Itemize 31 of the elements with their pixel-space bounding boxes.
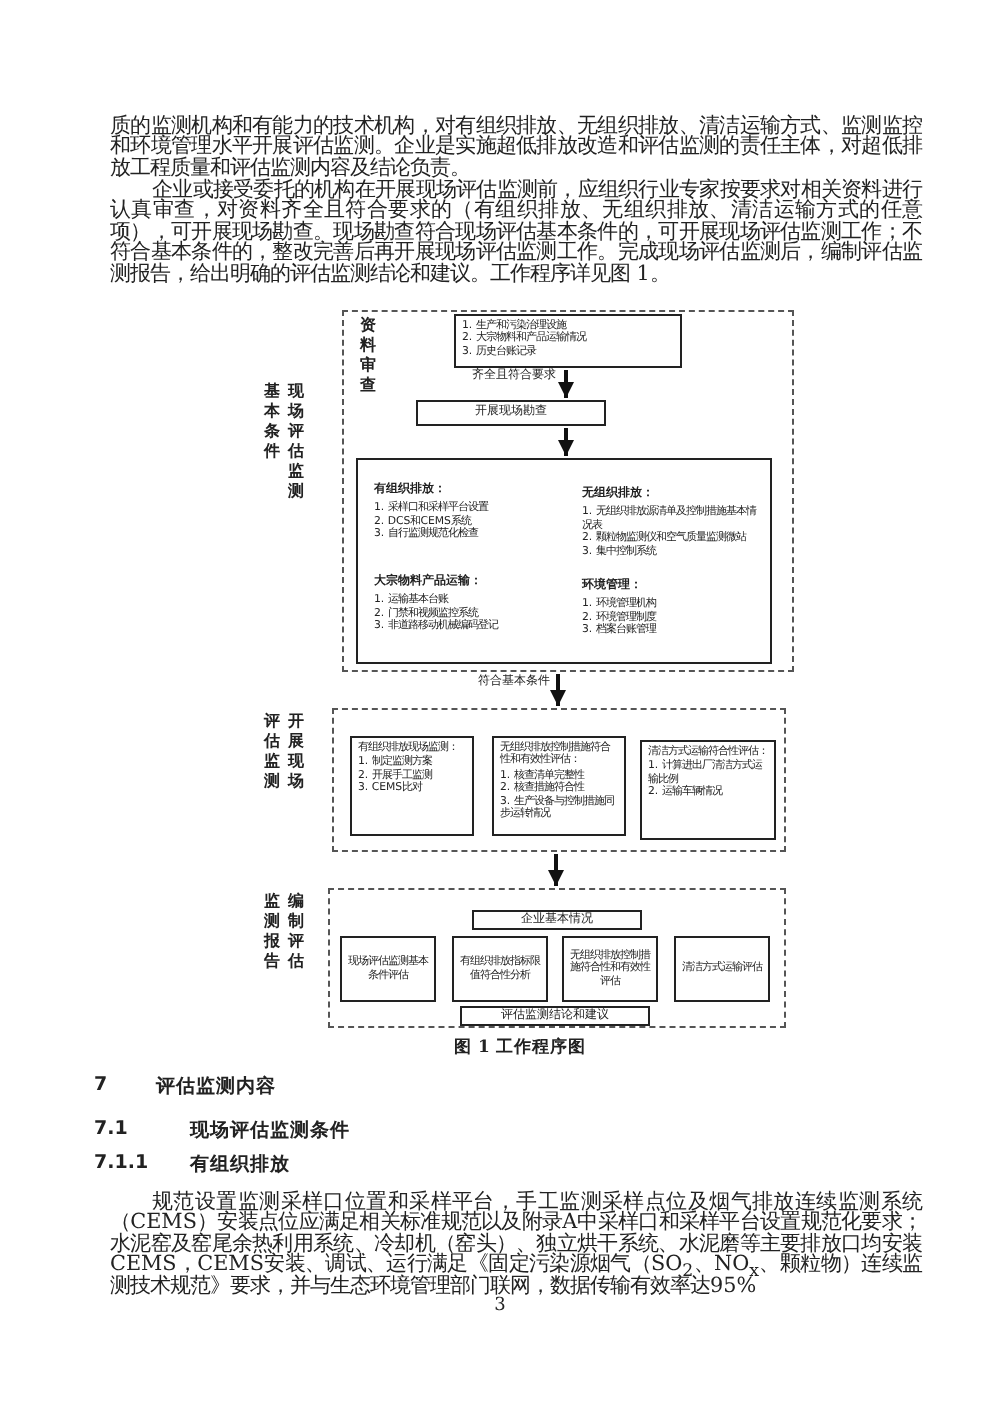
- paragraph: 质的监测机构和有能力的技术机构，对有组织排放、无组织排放、清洁运输方式、监测监控和环境管理水平开展评估监测。企业是实施超低排放改造和评估监测的责任主体，对超低排放工程质量和评估监测内容及结论负责。: [110, 116, 922, 179]
- section-label: 资料审查: [360, 314, 376, 394]
- page-number: 3: [492, 1296, 508, 1316]
- stage-label: 现场评估监测基本条件: [264, 380, 304, 500]
- process-box: [562, 936, 658, 1002]
- section-heading: 7.1: [94, 1118, 128, 1140]
- stage-label: 开展现场评估监测: [264, 710, 304, 790]
- process-box: [472, 910, 642, 930]
- process-box: [492, 736, 626, 836]
- section-heading: 评估监测内容: [156, 1074, 276, 1100]
- process-box: [454, 314, 682, 368]
- figure-caption: 图 1 工作程序图: [452, 1036, 588, 1060]
- arrow: [558, 428, 574, 456]
- process-box: [452, 936, 548, 1002]
- paragraph: 企业或接受委托的机构在开展现场评估监测前，应组织行业专家按要求对相关资料进行认真审查，对资料齐全且符合要求的（有组织排放、无组织排放、清洁运输方式的任意项），可开展现场勘查。现场勘查符合现场评估基本条件的，可开展现场评估监测工作；不符合基本条件的，整改完善后再开展现场评估监测工作。完成现场评估监测后，编制评估监测报告，给出明确的评估监测结论和建议。工作程序详见图 1。: [110, 180, 922, 285]
- section-heading: 7.1.1: [94, 1152, 149, 1174]
- process-box: [356, 458, 772, 664]
- arrow: [548, 854, 564, 886]
- section-heading: 现场评估监测条件: [190, 1118, 350, 1144]
- stage-label: 编制评估监测报告: [264, 890, 304, 970]
- section-heading: 7: [94, 1074, 108, 1096]
- process-box: [640, 740, 776, 840]
- section-heading: 有组织排放: [190, 1152, 290, 1178]
- arrow: [558, 370, 574, 398]
- process-box: [340, 936, 436, 1002]
- process-box: [416, 400, 606, 426]
- process-box: [460, 1006, 650, 1026]
- process-box: [350, 736, 474, 836]
- paragraph: 规范设置监测采样口位置和采样平台，手工监测采样点位及烟气排放连续监测系统（CEMS）安装点位应满足相关标准规范以及附录A中采样口和采样平台设置规范化要求；水泥窑及窑尾余热利用系统、冷却机（窑头）、独立烘干系统、水泥磨等主要排放口均安装CEMS，CEMS安装、调试、运行满足《固定污染源烟气（SO$_{2}$、NO$_{x}$、颗粒物）连续监测技术规范》要求，并与生态环境管理部门联网，数据传输有效率达95%: [110, 1192, 922, 1297]
- process-box: [674, 936, 770, 1002]
- arrow: [550, 674, 566, 706]
